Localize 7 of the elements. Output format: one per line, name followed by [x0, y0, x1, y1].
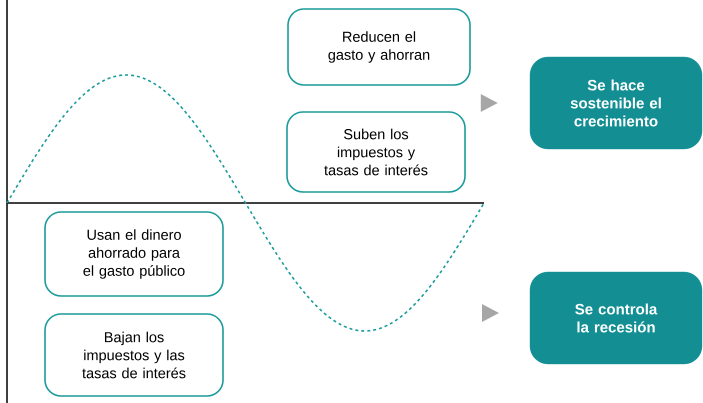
result-box: Se hace sostenible el crecimiento — [530, 56, 702, 150]
arrow — [480, 94, 498, 112]
result-box: Se controla la recesión — [530, 272, 702, 364]
process-box: Bajan los impuestos y las tasas de interés — [44, 313, 224, 397]
process-box: Suben los impuestos y tasas de interés — [286, 111, 466, 193]
process-box: Reducen el gasto y ahorran — [287, 8, 471, 86]
process-box: Usan el dinero ahorrado para el gasto público — [44, 211, 224, 297]
